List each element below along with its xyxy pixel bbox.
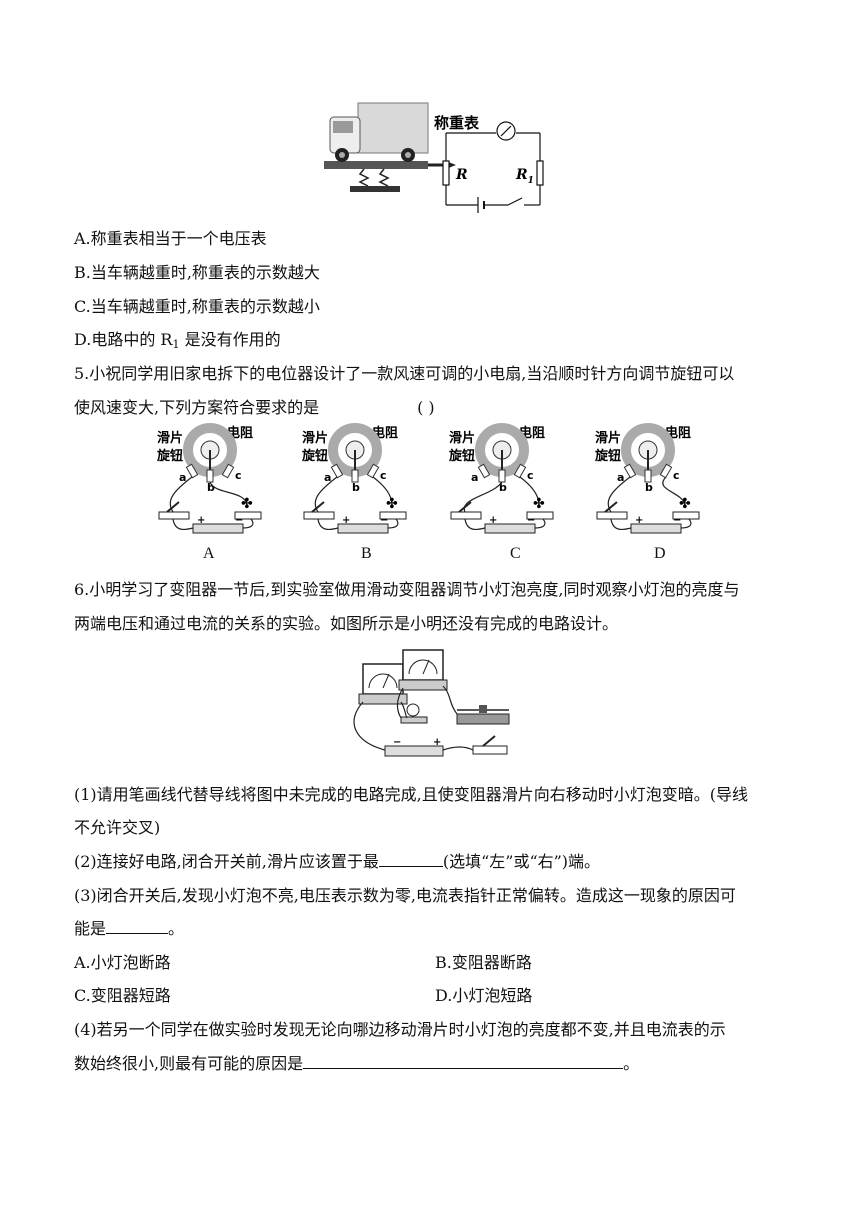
- fan-icon: ✤: [533, 496, 545, 512]
- svg-text:a: a: [179, 471, 186, 484]
- q6-part1-line1: (1)请用笔画线代替导线将图中未完成的电路完成,且使变阻器滑片向右移动时小灯泡变…: [74, 785, 748, 804]
- svg-text:旋钮: 旋钮: [301, 448, 328, 464]
- q5-answer-bracket: ( ): [417, 398, 435, 417]
- svg-text:a: a: [471, 471, 478, 484]
- q5-caption-a: A: [203, 545, 215, 562]
- q5-stem-line1: 5.小祝同学用旧家电拆下的电位器设计了一款风速可调的小电扇,当沿顺时针方向调节旋…: [74, 364, 735, 383]
- q6-stem-line2: 两端电压和通过电流的关系的实验。如图所示是小明还没有完成的电路设计。: [74, 614, 619, 633]
- q5-caption-c: C: [510, 545, 521, 562]
- svg-text:b: b: [207, 481, 215, 494]
- svg-text:+: +: [489, 515, 497, 526]
- svg-text:−: −: [393, 737, 401, 748]
- fan-icon: ✤: [679, 496, 691, 512]
- fan-icon: ✤: [241, 496, 253, 512]
- q6-part4-line1: (4)若另一个同学在做实验时发现无论向哪边移动滑片时小灯泡的亮度都不变,并且电流…: [74, 1020, 726, 1039]
- q5-caption-b: B: [361, 545, 372, 562]
- q5-caption-d: D: [654, 545, 666, 562]
- q6-part4-blank[interactable]: [303, 1054, 624, 1069]
- svg-text:c: c: [527, 469, 534, 482]
- q6-part3-line2: 能是。: [74, 919, 185, 938]
- knob-label: 旋钮: [156, 448, 183, 464]
- q6-stem-line1: 6.小明学习了变阻器一节后,到实验室做用滑动变阻器调节小灯泡亮度,同时观察小灯泡…: [74, 580, 740, 599]
- svg-text:b: b: [352, 481, 360, 494]
- svg-text:旋钮: 旋钮: [594, 448, 621, 464]
- q4-option-c: C.当车辆越重时,称重表的示数越小: [74, 297, 320, 316]
- q6-part3-blank[interactable]: [106, 919, 169, 934]
- potentiometer-diagram-b: 滑片 旋钮 电阻 a b c ✤ + −: [301, 423, 407, 534]
- q4-option-d: D.电路中的 R1 是没有作用的: [74, 330, 281, 351]
- svg-text:−: −: [527, 515, 535, 526]
- svg-text:a: a: [324, 471, 331, 484]
- resistor-r1-label: R1: [515, 167, 534, 186]
- svg-text:旋钮: 旋钮: [448, 448, 475, 464]
- q4-option-a: A.称重表相当于一个电压表: [74, 229, 267, 248]
- svg-text:−: −: [673, 515, 681, 526]
- meter-label: 称重表: [434, 114, 480, 132]
- weighing-circuit-figure: 称重表 R R1: [324, 102, 544, 213]
- resistor-r-label: R: [455, 167, 468, 183]
- fan-icon: ✤: [386, 496, 398, 512]
- q6-option-c: C.变阻器短路: [74, 986, 171, 1005]
- q6-part1-line2: 不允许交叉): [74, 818, 161, 837]
- svg-text:+: +: [433, 737, 441, 748]
- svg-text:a: a: [617, 471, 624, 484]
- q6-option-d: D.小灯泡短路: [435, 986, 533, 1005]
- q6-circuit-figure: − +: [353, 649, 510, 757]
- q4-option-b: B.当车辆越重时,称重表的示数越大: [74, 263, 320, 282]
- svg-text:b: b: [499, 481, 507, 494]
- potentiometer-diagram-d: 滑片 旋钮 电阻 a b c ✤ + −: [594, 423, 700, 534]
- svg-text:c: c: [673, 469, 680, 482]
- potentiometer-diagram-a: 滑片 旋钮 电阻 a b c ✤ + −: [156, 423, 262, 534]
- svg-text:−: −: [235, 515, 243, 526]
- q6-option-b: B.变阻器断路: [435, 953, 532, 972]
- q6-part4-line2: 数始终很小,则最有可能的原因是。: [74, 1054, 640, 1073]
- svg-text:+: +: [197, 515, 205, 526]
- svg-text:滑片: 滑片: [449, 430, 475, 446]
- q6-part2: (2)连接好电路,闭合开关前,滑片应该置于最(选填“左”或“右”)端。: [74, 852, 601, 871]
- svg-text:c: c: [235, 469, 242, 482]
- slider-label: 滑片: [157, 430, 183, 446]
- svg-text:滑片: 滑片: [595, 430, 621, 446]
- q6-part2-blank[interactable]: [378, 852, 443, 867]
- svg-text:c: c: [380, 469, 387, 482]
- q6-part3-line1: (3)闭合开关后,发现小灯泡不亮,电压表示数为零,电流表指针正常偏转。造成这一现…: [74, 886, 736, 905]
- q6-option-a: A.小灯泡断路: [74, 953, 171, 972]
- potentiometer-diagram-c: 滑片 旋钮 电阻 a b c ✤ + −: [448, 423, 554, 534]
- svg-text:−: −: [380, 515, 388, 526]
- svg-text:+: +: [342, 515, 350, 526]
- svg-text:b: b: [645, 481, 653, 494]
- q5-stem-line2: 使风速变大,下列方案符合要求的是( ): [74, 398, 435, 417]
- svg-text:滑片: 滑片: [302, 430, 328, 446]
- svg-text:+: +: [635, 515, 643, 526]
